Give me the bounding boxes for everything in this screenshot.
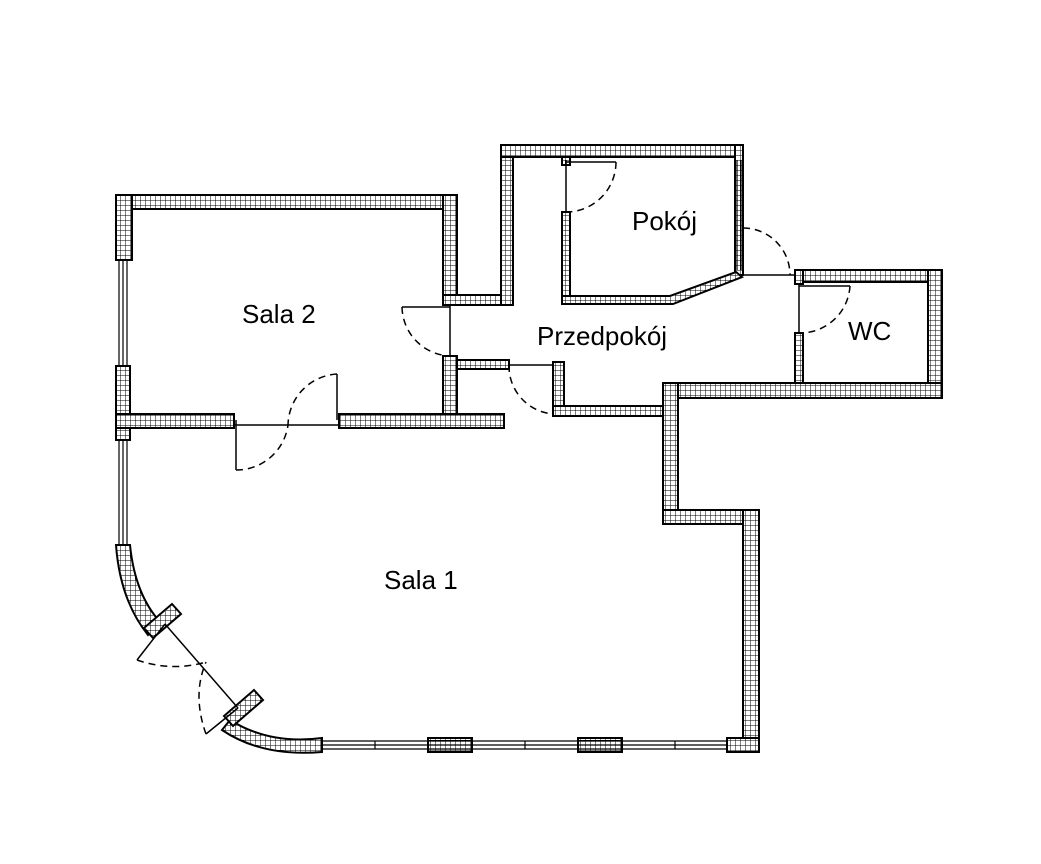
wall-pokoj-top <box>500 144 743 158</box>
wall-corridor-bottom <box>552 405 666 417</box>
room-label-sala-1: Sala 1 <box>384 565 458 595</box>
wall-wc-top <box>794 269 943 283</box>
wall-sala1-top <box>662 382 943 399</box>
room-label-wc: WC <box>848 316 891 346</box>
wall-sala1-bottom-corner <box>726 737 760 753</box>
wall-door-jamb-upper <box>142 602 183 640</box>
wall-curve-lower <box>220 718 323 754</box>
wall-sala2-bottom-right <box>338 413 505 429</box>
wall-pokoj-outer-left <box>500 144 514 306</box>
door-sala2-sala1 <box>234 373 339 471</box>
wall-pokoj-bottom <box>561 270 744 305</box>
wall-pokoj-inner-left <box>561 211 571 305</box>
doors <box>136 160 851 735</box>
door-pokoj <box>565 160 617 213</box>
wall-sala2-bottom-left <box>115 413 235 429</box>
wall-sala2-top <box>115 194 458 210</box>
wall-sala2-right-upper <box>442 194 458 306</box>
wall-sala1-step-vertical <box>662 382 679 525</box>
windows <box>118 160 742 750</box>
walls-sala-2 <box>115 194 505 441</box>
wall-pokoj-right <box>734 144 744 276</box>
walls-sala-1 <box>114 382 943 754</box>
room-label-pokoj: Pokój <box>632 206 697 236</box>
door-corridor-sala1 <box>508 364 554 415</box>
room-label-przedpokoj: Przedpokój <box>537 321 667 351</box>
wall-wc-right <box>927 269 943 399</box>
wall-sala2-left-upper <box>115 194 133 261</box>
walls-wc <box>794 269 943 399</box>
door-sala2-corridor <box>401 305 451 357</box>
wall-corridor-pier <box>456 359 510 370</box>
wall-door-jamb-lower <box>222 688 265 728</box>
room-label-sala-2: Sala 2 <box>242 299 316 329</box>
window-pokoj-right <box>736 160 742 270</box>
window-left-upper <box>118 260 128 366</box>
wall-sala1-right <box>742 509 760 753</box>
room-labels: Sala 2 Sala 1 Pokój Przedpokój WC <box>242 206 891 595</box>
door-entrance <box>136 623 239 735</box>
wall-wc-left-bottom <box>794 332 804 386</box>
walls-pokoj <box>442 144 744 417</box>
wall-wc-left-top <box>794 269 804 285</box>
door-wc <box>798 284 851 334</box>
door-wc-passage <box>742 227 795 276</box>
window-left-lower <box>118 440 128 545</box>
window-bottom <box>322 740 727 750</box>
